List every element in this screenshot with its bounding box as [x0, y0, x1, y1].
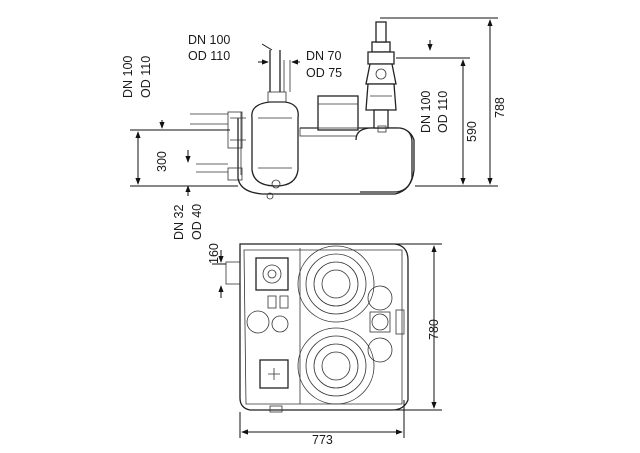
label-outlet-dn: DN 100	[419, 91, 433, 133]
label-bottom-od: OD 40	[190, 204, 204, 240]
dim-inlet-height: 300	[155, 151, 169, 172]
labels: DN 100 OD 110 DN 70 OD 75 DN 100 OD 110 …	[121, 33, 507, 447]
dim-plan-depth: 780	[427, 319, 441, 340]
label-vent-od: OD 75	[306, 66, 342, 80]
dim-plan-width: 773	[312, 433, 333, 447]
plan-view	[225, 243, 409, 413]
plan-dimensions	[212, 243, 442, 438]
label-inlet-left-dn: DN 100	[121, 56, 135, 98]
label-inlet-top-dn: DN 100	[188, 33, 230, 47]
label-vent-dn: DN 70	[306, 49, 341, 63]
side-elevation-view	[190, 21, 415, 200]
label-inlet-left-od: OD 110	[139, 56, 153, 98]
label-bottom-dn: DN 32	[172, 205, 186, 240]
dim-inlet-offset: 160	[207, 243, 221, 264]
label-inlet-top-od: OD 110	[188, 49, 230, 63]
label-outlet-od: OD 110	[436, 91, 450, 133]
dim-total-height: 788	[493, 97, 507, 118]
side-dimensions	[130, 17, 498, 196]
dim-outlet-height: 590	[465, 121, 479, 142]
